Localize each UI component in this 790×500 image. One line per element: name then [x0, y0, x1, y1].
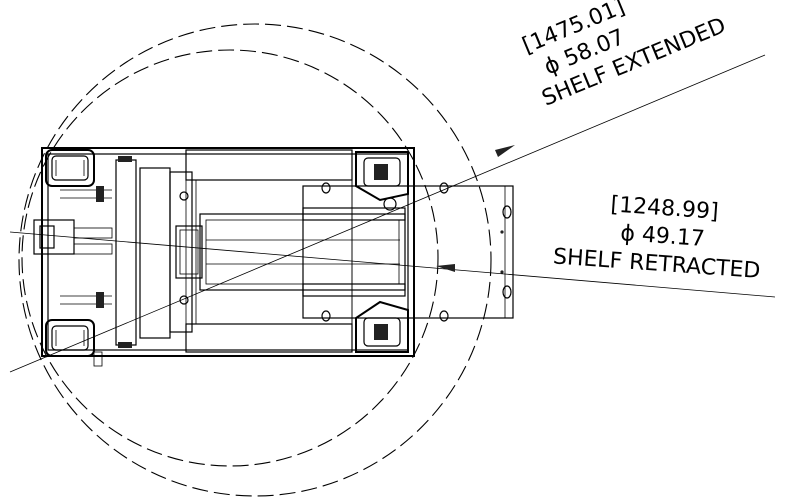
- caster-front-left: [45, 149, 95, 187]
- shelf: [175, 185, 514, 319]
- dimension-shelf-extended: [1475.01] ϕ 58.07 SHELF EXTENDED: [519, 0, 730, 112]
- shelf-extended-circle: [18, 23, 492, 497]
- shelf-retracted-circle: [21, 49, 439, 467]
- cart-body: [41, 147, 415, 357]
- retracted-diameter-value: ϕ 49.17: [620, 221, 706, 252]
- caster-front-right: [355, 151, 409, 211]
- handle-assembly: [33, 156, 132, 367]
- retracted-label: SHELF RETRACTED: [552, 244, 761, 283]
- caster-rear-right: [355, 300, 409, 353]
- mounting-holes: [179, 182, 512, 322]
- retracted-metric-value: [1248.99]: [610, 192, 720, 224]
- caster-rear-left: [45, 319, 95, 357]
- dimension-shelf-retracted: [1248.99] ϕ 49.17 SHELF RETRACTED: [552, 192, 761, 284]
